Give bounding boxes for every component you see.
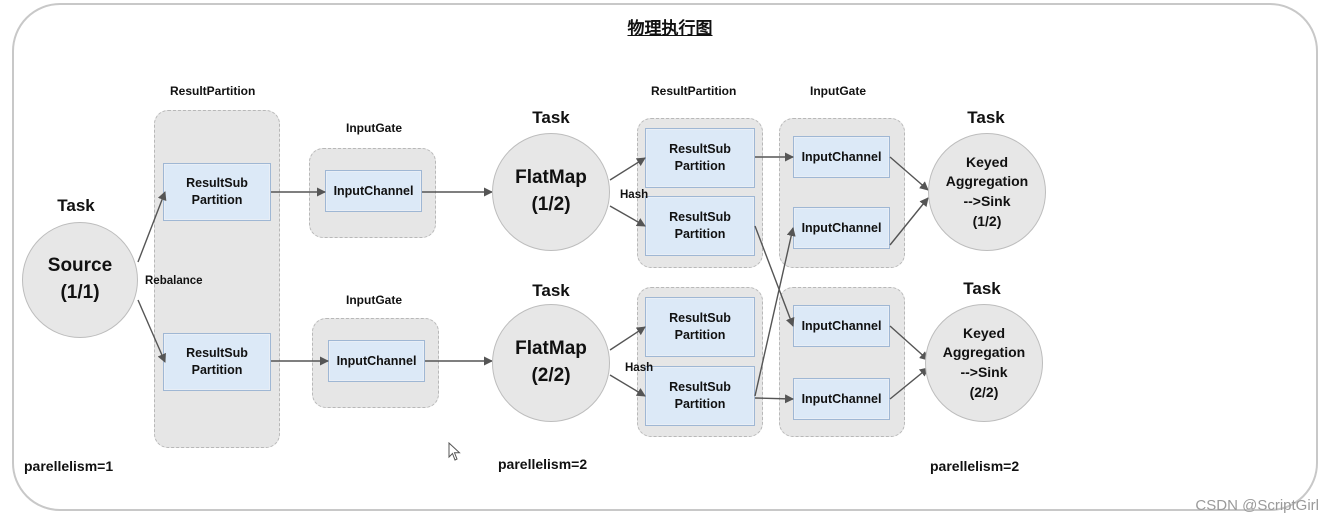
task-label-sink-2: Task — [963, 279, 1001, 298]
edge-ic2b-sink2 — [889, 367, 929, 400]
parallelism-label-sink: parellelism=2 — [930, 458, 1020, 474]
diagram-frame — [12, 3, 1318, 511]
edge-ic2a-sink2 — [889, 325, 929, 361]
watermark: CSDN @ScriptGirl — [1195, 497, 1319, 514]
task-label-source: Task — [57, 196, 95, 215]
edge-rsp2b-ic2b — [754, 394, 794, 404]
edge-flatmap2-rsp-a — [609, 326, 646, 351]
task-label-flatmap-1: Task — [532, 108, 570, 127]
input-channel-flatmap-2: InputChannel — [328, 340, 425, 382]
edge-rsp1b-ic2a — [754, 225, 795, 327]
result-sub-partition-flatmap1-a: ResultSub Partition — [645, 128, 755, 188]
sink-task-node-1: Keyed Aggregation -->Sink (1/2) — [928, 133, 1046, 251]
task-label-flatmap-2: Task — [532, 281, 570, 300]
task-label-sink-1: Task — [967, 108, 1005, 127]
input-gate-label-2: InputGate — [346, 293, 402, 307]
rebalance-label: Rebalance — [145, 275, 203, 287]
edge-flatmap1-rsp-b — [609, 205, 646, 227]
edge-flatmap2-rsp-b — [609, 374, 646, 397]
parallelism-label-source: parellelism=1 — [24, 458, 114, 474]
hash-label-1: Hash — [620, 189, 649, 201]
input-gate-label-3: InputGate — [810, 84, 866, 98]
result-partition-label-2: ResultPartition — [651, 84, 737, 98]
parallelism-label-flatmap: parellelism=2 — [498, 456, 588, 472]
flatmap-task-node-1: FlatMap (1/2) — [492, 133, 610, 251]
hash-label-2: Hash — [625, 362, 654, 374]
input-channel-sink1-a: InputChannel — [793, 136, 890, 178]
edge-flatmap1-rsp-a — [609, 157, 646, 181]
diagram-title: 物理执行图 — [627, 19, 713, 39]
input-channel-sink2-a: InputChannel — [793, 305, 890, 347]
source-task-node: Source (1/1) — [22, 222, 138, 338]
result-partition-label-1: ResultPartition — [170, 84, 256, 98]
sink-task-node-2: Keyed Aggregation -->Sink (2/2) — [925, 304, 1043, 422]
edge-source-rsp2 — [137, 299, 166, 363]
result-sub-partition-source-1: ResultSub Partition — [163, 163, 271, 221]
result-sub-partition-source-2: ResultSub Partition — [163, 333, 271, 391]
result-sub-partition-flatmap2-a: ResultSub Partition — [645, 297, 755, 357]
input-gate-label-1: InputGate — [346, 121, 402, 135]
mouse-cursor-icon — [448, 442, 461, 461]
edge-source-rsp1 — [137, 191, 167, 263]
edge-ic1b-sink1 — [889, 197, 929, 246]
flatmap-task-node-2: FlatMap (2/2) — [492, 304, 610, 422]
input-channel-sink1-b: InputChannel — [793, 207, 890, 249]
edge-ic1a-sink1 — [889, 156, 929, 191]
result-sub-partition-flatmap1-b: ResultSub Partition — [645, 196, 755, 256]
input-channel-sink2-b: InputChannel — [793, 378, 890, 420]
edge-rsp2a-ic1b — [754, 227, 796, 397]
input-channel-flatmap-1: InputChannel — [325, 170, 422, 212]
